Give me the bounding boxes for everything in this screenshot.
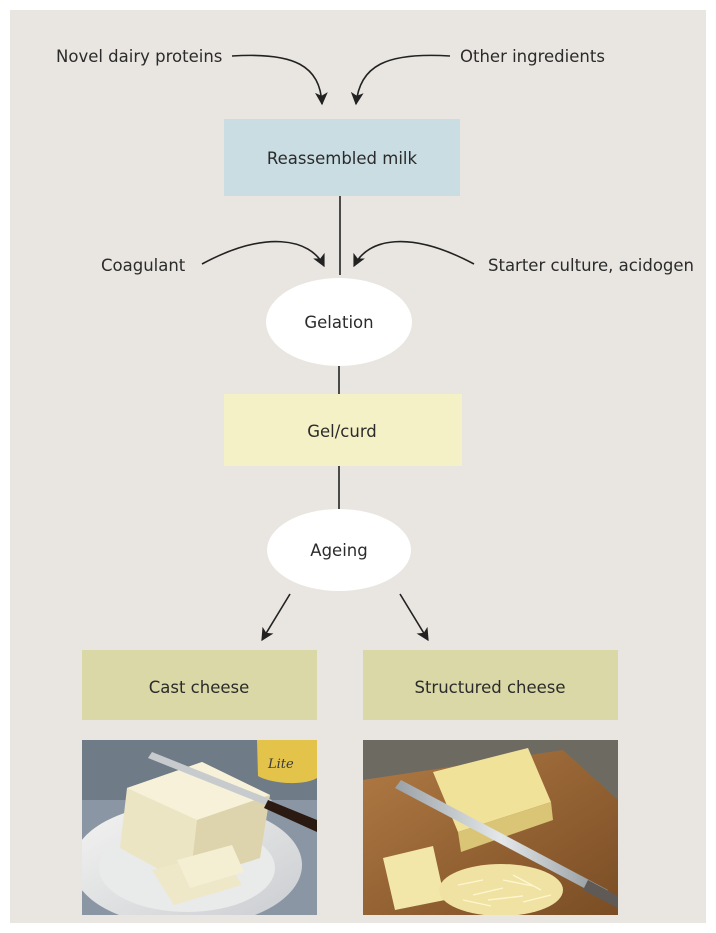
tub-label-text: Lite — [267, 757, 294, 772]
photo-cast-cheese: Lite — [82, 740, 317, 915]
node-ageing-label: Ageing — [310, 541, 367, 560]
arrow-other-ingredients — [350, 54, 451, 106]
node-structured-cheese-label: Structured cheese — [414, 678, 565, 697]
photo-structured-cheese — [363, 740, 618, 915]
node-reassembled-milk-label: Reassembled milk — [267, 149, 418, 168]
node-gel-curd-label: Gel/curd — [307, 422, 377, 441]
input-other-ingredients: Other ingredients — [460, 47, 605, 66]
node-gel-curd — [224, 394, 462, 466]
arrow-starter-culture — [353, 240, 475, 268]
arrow-coagulant — [201, 240, 325, 268]
node-gelation — [266, 278, 412, 366]
node-ageing — [267, 509, 411, 591]
input-novel-dairy-proteins: Novel dairy proteins — [56, 47, 222, 66]
arrow-to-cast-cheese — [261, 593, 291, 642]
arrow-novel-dairy-proteins — [231, 54, 328, 106]
node-reassembled-milk — [224, 119, 460, 196]
node-gelation-label: Gelation — [304, 313, 373, 332]
arrow-to-structured-cheese — [399, 593, 429, 642]
node-cast-cheese-label: Cast cheese — [149, 678, 250, 697]
node-cast-cheese — [82, 650, 317, 720]
input-coagulant: Coagulant — [101, 256, 186, 275]
input-starter-culture: Starter culture, acidogen — [488, 256, 694, 275]
node-structured-cheese — [363, 650, 618, 720]
